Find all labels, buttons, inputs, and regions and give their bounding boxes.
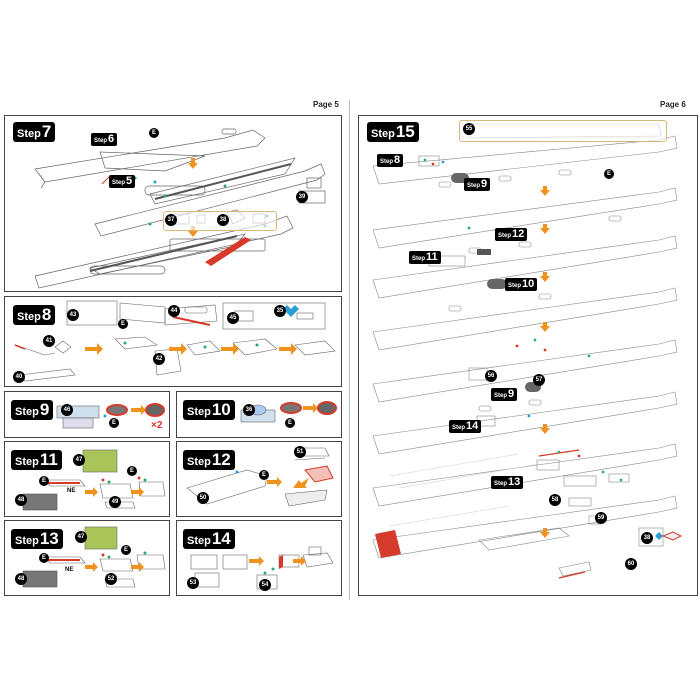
glue-marker: E xyxy=(39,553,49,563)
part-number: 35 xyxy=(274,305,286,317)
part-number: 40 xyxy=(13,371,25,383)
step-15-illustration xyxy=(372,123,683,579)
part-number: 41 xyxy=(43,335,55,347)
part-number: 55 xyxy=(463,123,475,135)
part-number: 38 xyxy=(641,532,653,544)
glue-marker: E xyxy=(285,418,295,428)
part-number: 47 xyxy=(75,531,87,543)
glue-marker: E xyxy=(118,319,128,329)
part-number: 47 xyxy=(73,454,85,466)
part-number: 49 xyxy=(109,496,121,508)
part-number: 48 xyxy=(15,494,27,506)
part-number: 53 xyxy=(187,577,199,589)
part-number: 46 xyxy=(61,404,73,416)
page-6: Page 6 xyxy=(358,100,698,600)
step-11-illustration xyxy=(22,449,166,511)
part-number: 39 xyxy=(296,191,308,203)
part-number: 43 xyxy=(67,309,79,321)
part-number: 56 xyxy=(485,370,497,382)
glue-marker: E xyxy=(259,470,269,480)
glue-marker: E xyxy=(149,128,159,138)
step-12-illustration xyxy=(186,447,334,507)
part-number: 48 xyxy=(15,573,27,585)
page-divider xyxy=(349,100,350,600)
glue-marker: E xyxy=(121,545,131,555)
part-number: 45 xyxy=(227,312,239,324)
glue-marker: E xyxy=(604,169,614,179)
part-number: 60 xyxy=(625,558,637,570)
glue-marker: E xyxy=(39,476,49,486)
page-5: Page 5 xyxy=(4,100,344,600)
part-number: 59 xyxy=(595,512,607,524)
part-number: 57 xyxy=(533,374,545,386)
part-number: 38 xyxy=(217,214,229,226)
step-7-illustration xyxy=(34,128,326,289)
glue-marker: E xyxy=(127,466,137,476)
glue-marker: E xyxy=(109,418,119,428)
part-number: 54 xyxy=(259,579,271,591)
part-number: 44 xyxy=(168,305,180,317)
page-number: Page 6 xyxy=(660,100,686,109)
part-number: 58 xyxy=(549,494,561,506)
part-number: 51 xyxy=(294,446,306,458)
part-number: 50 xyxy=(197,492,209,504)
part-tag: NE xyxy=(67,488,76,494)
callout-box xyxy=(459,120,667,142)
part-number: 37 xyxy=(165,214,177,226)
step-13-illustration xyxy=(22,526,166,588)
part-number: 36 xyxy=(243,404,255,416)
part-number: 52 xyxy=(105,573,117,585)
part-tag: NE xyxy=(65,567,74,573)
part-number: 42 xyxy=(153,353,165,365)
page-number: Page 5 xyxy=(313,100,339,109)
quantity-multiplier: ×2 xyxy=(151,420,163,431)
